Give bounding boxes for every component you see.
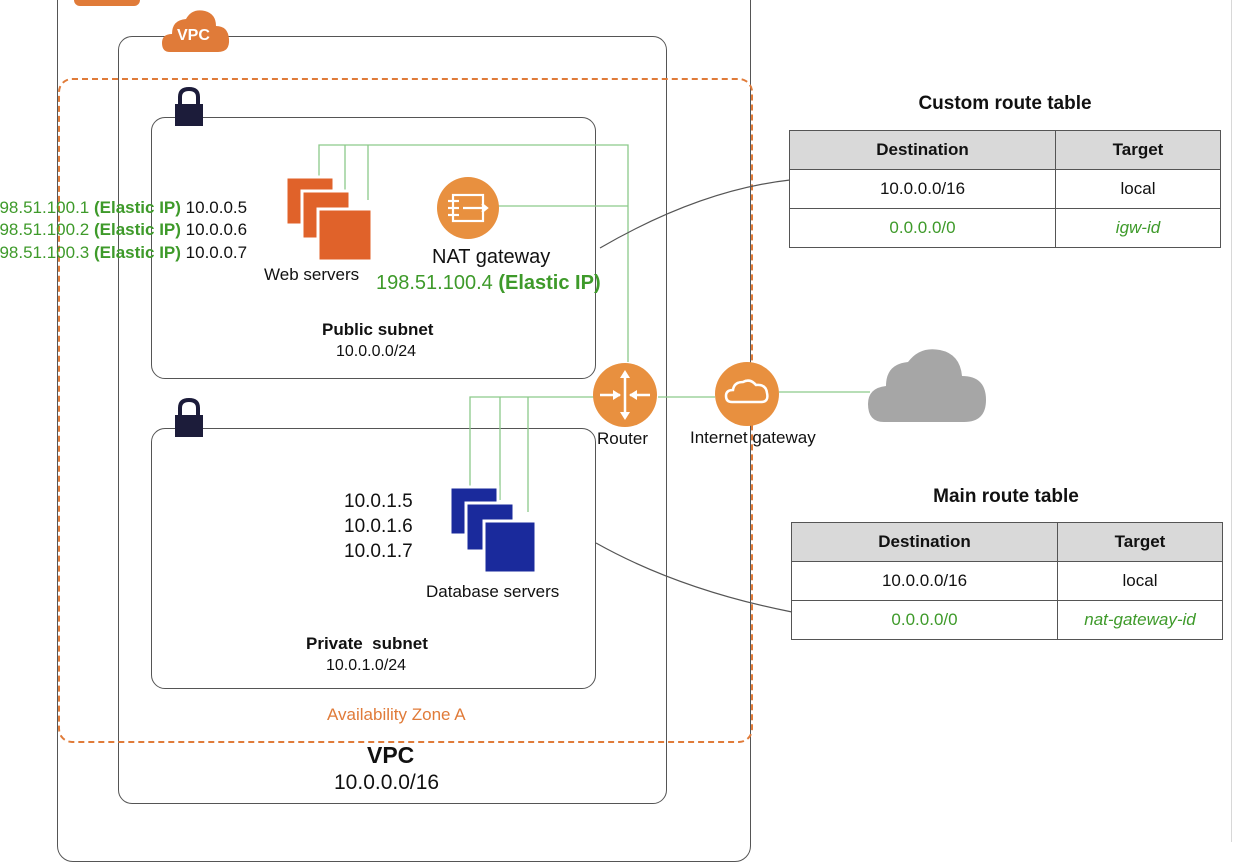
internet-gateway-icon: [715, 362, 779, 426]
table-header-row: Destination Target: [789, 130, 1221, 170]
column-header: Destination: [791, 522, 1058, 562]
vpc-cidr: 10.0.0.0/16: [334, 771, 440, 794]
target-cell: igw-id: [1055, 208, 1221, 248]
public-route-assoc-line: [599, 179, 791, 249]
database-servers-label: Database servers: [426, 582, 560, 601]
db-to-router-line: [469, 396, 595, 490]
destination-cell: 10.0.0.0/16: [791, 561, 1058, 601]
lock-icon: [175, 86, 203, 126]
web-to-router-line: [318, 144, 629, 362]
elastic-ip-row: 198.51.100.2 (Elastic IP) 10.0.0.6: [0, 220, 248, 239]
elastic-ip-row: 198.51.100.1 (Elastic IP) 10.0.0.5: [0, 198, 248, 217]
server-stack-icon: [448, 485, 538, 575]
elastic-ip-row: 198.51.100.3 (Elastic IP) 10.0.0.7: [0, 243, 248, 262]
main-route-table-title: Main route table: [933, 486, 1079, 507]
target-cell: local: [1057, 561, 1223, 601]
table-header-row: Destination Target: [791, 522, 1223, 562]
availability-zone-label: Availability Zone A: [327, 705, 466, 724]
vpc-title: VPC: [367, 742, 415, 768]
destination-cell: 10.0.0.0/16: [789, 169, 1056, 209]
table-row: 10.0.0.0/16 local: [791, 561, 1223, 601]
private-subnet-cidr: 10.0.1.0/24: [326, 657, 407, 674]
server-stack-icon: [284, 175, 374, 263]
router-label: Router: [597, 429, 649, 448]
column-header: Target: [1055, 130, 1221, 170]
column-header: Destination: [789, 130, 1056, 170]
page-edge: [1231, 0, 1232, 842]
nat-gateway-ip: 198.51.100.4 (Elastic IP): [376, 272, 601, 294]
public-subnet-box: [151, 117, 596, 379]
vpc-cloud-icon: [162, 10, 230, 52]
web-servers-label: Web servers: [264, 265, 360, 284]
main-route-table: Destination Target 10.0.0.0/16 local 0.0…: [791, 522, 1223, 640]
internet-gateway-label: Internet gateway: [690, 428, 816, 447]
vpc-badge-label: VPC: [177, 27, 210, 44]
table-row: 10.0.0.0/16 local: [789, 169, 1221, 209]
nat-gateway-label: NAT gateway: [432, 246, 551, 268]
cloud-icon: [868, 349, 986, 422]
private-subnet-box: [151, 428, 596, 689]
network-connectors: [318, 144, 870, 613]
vpc-box: [118, 36, 667, 804]
private-subnet-title: Private subnet: [306, 634, 428, 653]
lock-icon: [175, 397, 203, 437]
target-cell: nat-gateway-id: [1057, 600, 1223, 640]
public-subnet-title: Public subnet: [322, 320, 434, 339]
db-ip: 10.0.1.7: [344, 541, 413, 562]
target-cell: local: [1055, 169, 1221, 209]
db-ip: 10.0.1.5: [344, 491, 413, 512]
router-icon: [593, 363, 657, 427]
public-subnet-cidr: 10.0.0.0/24: [336, 343, 417, 360]
nat-gateway-icon: [437, 177, 499, 239]
table-row: 0.0.0.0/0 nat-gateway-id: [791, 600, 1223, 640]
table-row: 0.0.0.0/0 igw-id: [789, 208, 1221, 248]
region-badge: [74, 0, 140, 6]
db-ip: 10.0.1.6: [344, 516, 413, 537]
destination-cell: 0.0.0.0/0: [789, 208, 1056, 248]
private-route-assoc-line: [595, 542, 793, 613]
destination-cell: 0.0.0.0/0: [791, 600, 1058, 640]
custom-route-table: Destination Target 10.0.0.0/16 local 0.0…: [789, 130, 1221, 248]
column-header: Target: [1057, 522, 1223, 562]
custom-route-table-title: Custom route table: [918, 93, 1092, 114]
